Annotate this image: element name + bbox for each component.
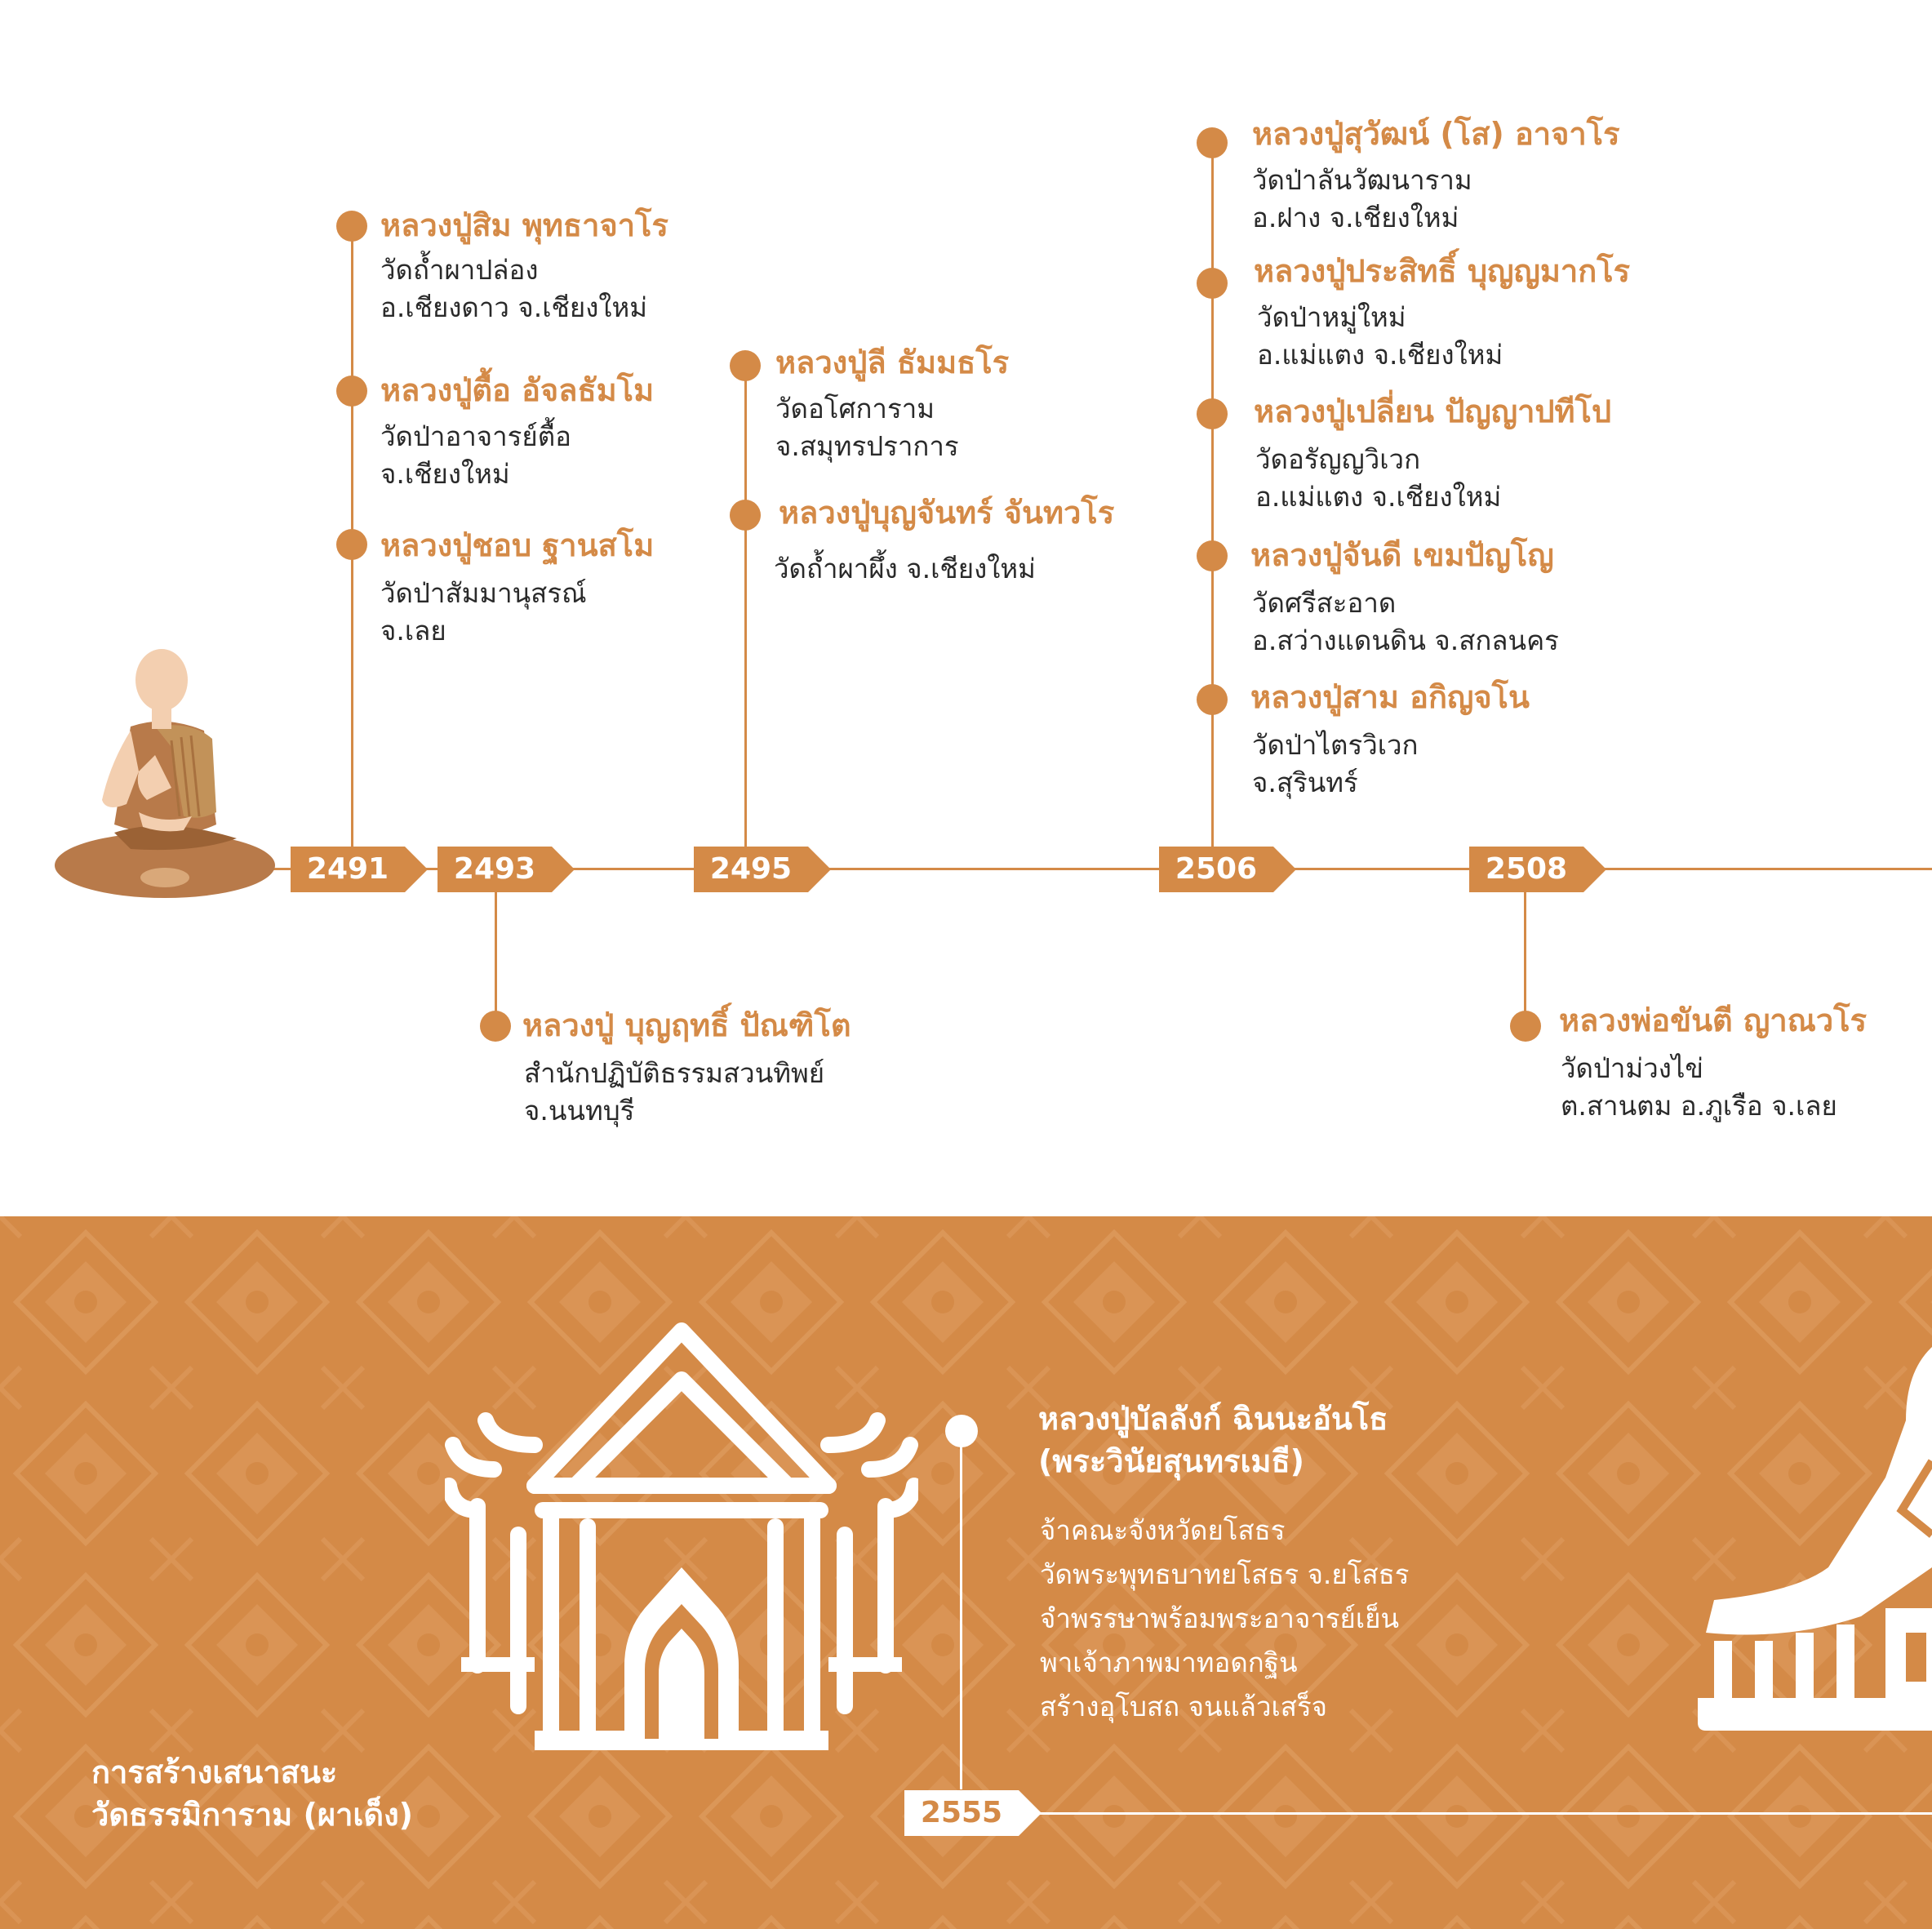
timeline-dot (1197, 127, 1228, 158)
construction-dot (945, 1415, 978, 1447)
year-tag-2508: 2508 (1469, 847, 1606, 892)
monk-name: หลวงพ่อขันตี ญาณวโร (1559, 1001, 1867, 1040)
monk-temple: วัดป่าหมู่ใหม่ (1257, 299, 1406, 336)
monk-location: จ.สุรินทร์ (1252, 764, 1358, 802)
monk-location: อ.สว่างแดนดิน จ.สกลนคร (1252, 622, 1559, 660)
year-label: 2508 (1469, 847, 1583, 892)
construction-title-line: การสร้างเสนาสนะ (91, 1751, 337, 1793)
monk-location: จ.เลย (380, 612, 446, 650)
monk-location: อ.ฝาง จ.เชียงใหม่ (1252, 199, 1459, 237)
temple-gate-icon (445, 1322, 918, 1755)
timeline-dot (336, 211, 367, 242)
monk-location: จ.เชียงใหม่ (380, 456, 510, 493)
monk-temple: วัดป่าอาจารย์ตื้อ (380, 418, 571, 456)
timeline-dot (1197, 398, 1228, 429)
timeline-dot (480, 1011, 511, 1042)
temple-hall-icon (1698, 1322, 1932, 1747)
monk-temple: วัดศรีสะอาด (1252, 584, 1396, 622)
monk-name: หลวงปู่สิม พุทธาจาโร (380, 206, 668, 245)
monk-location: จ.นนทบุรี (524, 1092, 634, 1130)
monk-temple: วัดถ้ำผาปล่อง (380, 251, 538, 289)
construction-detail: จำพรรษาพร้อมพระอาจารย์เย็น (1040, 1597, 1399, 1641)
monk-name: หลวงปู่ชอบ ฐานสโม (380, 526, 654, 565)
monk-name: หลวงปู่ลี ธัมมธโร (775, 343, 1009, 382)
monk-temple: สำนักปฏิบัติธรรมสวนทิพย์ (524, 1055, 824, 1092)
connector-2506 (1211, 143, 1214, 847)
monk-temple: วัดป่าม่วงไข่ (1561, 1050, 1703, 1087)
construction-monk-title: (พระวินัยสุนทรเมธี) (1038, 1440, 1304, 1482)
monk-location: จ.สมุทรปราการ (775, 428, 959, 465)
year-label: 2506 (1159, 847, 1273, 892)
monk-location: อ.เชียงดาว จ.เชียงใหม่ (380, 289, 647, 327)
monk-temple: วัดป่าสัมมานุสรณ์ (380, 575, 587, 612)
timeline-dot (1510, 1011, 1541, 1042)
timeline-dot (336, 529, 367, 560)
monk-name: หลวงปู่เปลี่ยน ปัญญาปทีโป (1254, 392, 1611, 431)
monk-location: อ.แม่แตง จ.เชียงใหม่ (1255, 478, 1501, 516)
timeline-dot (1197, 268, 1228, 299)
year-tag-2491: 2491 (291, 847, 428, 892)
connector-2493 (495, 890, 497, 1029)
timeline-dot (1197, 540, 1228, 571)
year-tag-2506: 2506 (1159, 847, 1296, 892)
construction-detail: สร้างอุโบสถ จนแล้วเสร็จ (1040, 1685, 1327, 1729)
year-label: 2495 (694, 847, 808, 892)
monk-name: หลวงปู่ตื้อ อัจลธัมโม (380, 371, 654, 410)
monk-temple: วัดป่าลันวัฒนาราม (1252, 162, 1472, 199)
timeline-dot (1197, 684, 1228, 715)
year-tag-2493: 2493 (437, 847, 575, 892)
year-tag-2555: 2555 (904, 1790, 1042, 1836)
monk-temple: วัดอโศการาม (775, 390, 935, 428)
timeline-dot (336, 376, 367, 407)
monk-name: หลวงปู่ประสิทธิ์ บุญญมากโร (1254, 251, 1630, 291)
construction-section: การสร้างเสนาสนะ วัดธรรมิการาม (ผาเด็ง) 2… (0, 1216, 1932, 1929)
year-label: 2555 (904, 1790, 1019, 1836)
construction-connector (960, 1430, 962, 1789)
construction-title-line: วัดธรรมิการาม (ผาเด็ง) (91, 1793, 413, 1836)
construction-monk-name: หลวงปู่บัลลังก์ ฉินนะอันโธ (1038, 1398, 1388, 1440)
monk-temple: วัดถ้ำผาผึ้ง จ.เชียงใหม่ (774, 550, 1036, 588)
construction-detail: จ้าคณะจังหวัดยโสธร (1040, 1509, 1286, 1553)
connector-2495 (744, 366, 747, 847)
construction-detail: วัดพระพุทธบาทยโสธร จ.ยโสธร (1040, 1553, 1410, 1597)
monk-location: ต.สานตม อ.ภูเรือ จ.เลย (1561, 1087, 1837, 1125)
monk-name: หลวงปู่สาม อกิญจโน (1250, 678, 1530, 717)
monk-temple: วัดอรัญญวิเวก (1255, 441, 1420, 478)
monk-name: หลวงปู่ บุญฤทธิ์ ปัณฑิโต (522, 1006, 851, 1045)
monk-name: หลวงปู่จันดี เขมปัญโญ (1250, 536, 1554, 575)
seated-monk-icon (49, 649, 286, 898)
connector-2508 (1524, 890, 1526, 1025)
monk-name: หลวงปู่สุวัฒน์ (โส) อาจาโร (1252, 114, 1620, 153)
monk-temple: วัดป่าไตรวิเวก (1252, 727, 1419, 764)
year-tag-2495: 2495 (694, 847, 831, 892)
timeline-dot (730, 350, 761, 381)
construction-detail: พาเจ้าภาพมาทอดกฐิน (1040, 1641, 1298, 1685)
monk-location: อ.แม่แตง จ.เชียงใหม่ (1257, 336, 1503, 374)
timeline-dot (730, 500, 761, 531)
monk-name: หลวงปู่บุญจันทร์ จันทวโร (779, 493, 1114, 532)
construction-axis (1020, 1812, 1932, 1815)
year-label: 2493 (437, 847, 552, 892)
year-label: 2491 (291, 847, 405, 892)
